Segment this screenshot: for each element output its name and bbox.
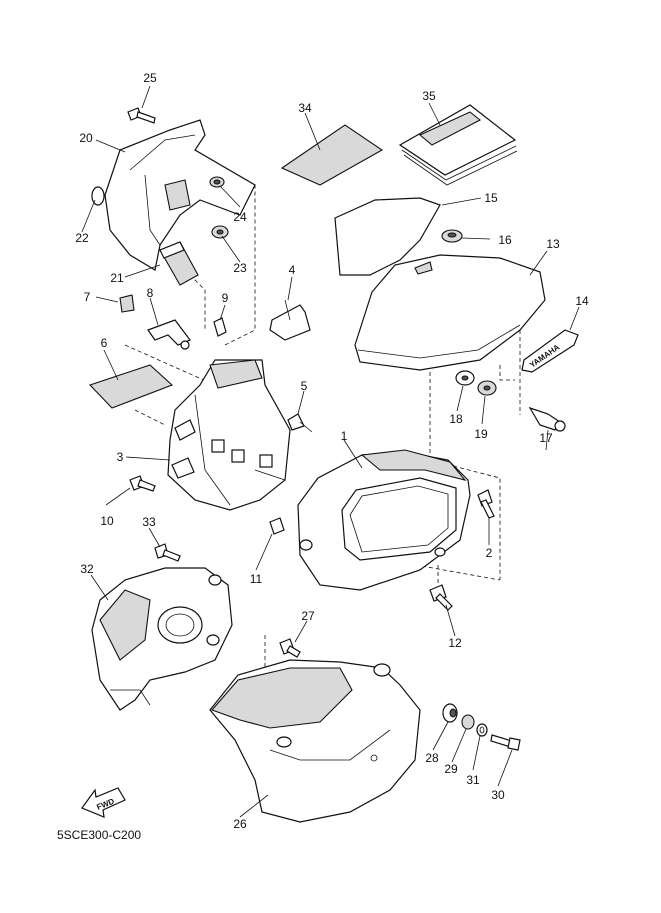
part-31-washer bbox=[476, 723, 488, 737]
callout-20: 20 bbox=[79, 131, 93, 145]
callout-11: 11 bbox=[250, 572, 263, 586]
part-15-seal bbox=[334, 197, 441, 276]
callout-18: 18 bbox=[449, 412, 463, 426]
part-20-side-cover bbox=[91, 119, 256, 271]
part-25-bolt bbox=[127, 107, 156, 124]
fwd-arrow-icon: FWD bbox=[81, 787, 126, 818]
part-21-damper bbox=[159, 241, 199, 286]
part-30-bolt bbox=[490, 734, 521, 751]
callout-21: 21 bbox=[110, 271, 124, 285]
part-2-bolt bbox=[477, 489, 495, 519]
part-8-bracket bbox=[147, 319, 191, 350]
part-12-bolt bbox=[429, 584, 453, 611]
callout-2: 2 bbox=[486, 546, 493, 560]
callout-23: 23 bbox=[233, 261, 247, 275]
callout-27: 27 bbox=[301, 609, 315, 623]
part-14-emblem: YAMAHA bbox=[521, 329, 579, 373]
part-17-fastener bbox=[528, 406, 566, 432]
callout-33: 33 bbox=[142, 515, 156, 529]
callout-7: 7 bbox=[84, 290, 91, 304]
callout-32: 32 bbox=[80, 562, 94, 576]
part-26-cover bbox=[209, 659, 421, 823]
part-28-collar bbox=[442, 703, 458, 723]
callout-12: 12 bbox=[448, 636, 462, 650]
callout-26: 26 bbox=[233, 817, 247, 831]
part-35-pads bbox=[398, 104, 518, 186]
reference-code: 5SCE300-C200 bbox=[57, 828, 141, 842]
callout-35: 35 bbox=[422, 89, 436, 103]
part-16-grommet bbox=[441, 229, 463, 243]
callout-30: 30 bbox=[491, 788, 505, 802]
callout-28: 28 bbox=[425, 751, 439, 765]
callout-6: 6 bbox=[101, 336, 108, 350]
callout-1: 1 bbox=[341, 429, 348, 443]
callout-25: 25 bbox=[143, 71, 157, 85]
callout-14: 14 bbox=[575, 294, 589, 308]
callout-16: 16 bbox=[498, 233, 512, 247]
part-9-clip bbox=[213, 317, 227, 337]
callout-15: 15 bbox=[484, 191, 498, 205]
callout-5: 5 bbox=[301, 379, 308, 393]
part-23-grommet bbox=[211, 225, 229, 239]
callout-17: 17 bbox=[539, 431, 553, 445]
part-19-collar bbox=[477, 380, 497, 396]
part-4-bracket bbox=[269, 299, 311, 341]
callout-9: 9 bbox=[222, 291, 229, 305]
part-7-clip bbox=[119, 294, 135, 313]
part-27-bolt bbox=[279, 638, 301, 658]
callout-13: 13 bbox=[546, 237, 560, 251]
part-5-screw bbox=[287, 413, 313, 433]
part-32-cover bbox=[91, 567, 233, 711]
callout-8: 8 bbox=[147, 286, 154, 300]
part-6-pad bbox=[89, 364, 174, 409]
part-13-side-cover bbox=[354, 254, 546, 371]
callout-labels: 25 20 22 21 24 23 7 8 9 4 5 6 3 10 11 34… bbox=[75, 71, 589, 831]
callout-19: 19 bbox=[474, 427, 488, 441]
leader-lines bbox=[81, 85, 580, 818]
callout-31: 31 bbox=[466, 773, 480, 787]
part-34-pad bbox=[280, 124, 384, 186]
part-29-bushing bbox=[461, 714, 475, 730]
part-10-bolt bbox=[129, 475, 156, 492]
part-11-nut bbox=[269, 517, 285, 535]
part-18-grommet bbox=[455, 370, 475, 386]
callout-22: 22 bbox=[75, 231, 89, 245]
callout-4: 4 bbox=[289, 263, 296, 277]
callout-3: 3 bbox=[117, 450, 124, 464]
callout-29: 29 bbox=[444, 762, 458, 776]
callout-10: 10 bbox=[100, 514, 114, 528]
callout-34: 34 bbox=[298, 101, 312, 115]
callout-24: 24 bbox=[233, 210, 247, 224]
part-24-grommet bbox=[209, 176, 225, 188]
part-1-cover bbox=[297, 449, 471, 591]
part-33-bolt bbox=[154, 543, 181, 562]
part-3-box bbox=[167, 359, 291, 511]
